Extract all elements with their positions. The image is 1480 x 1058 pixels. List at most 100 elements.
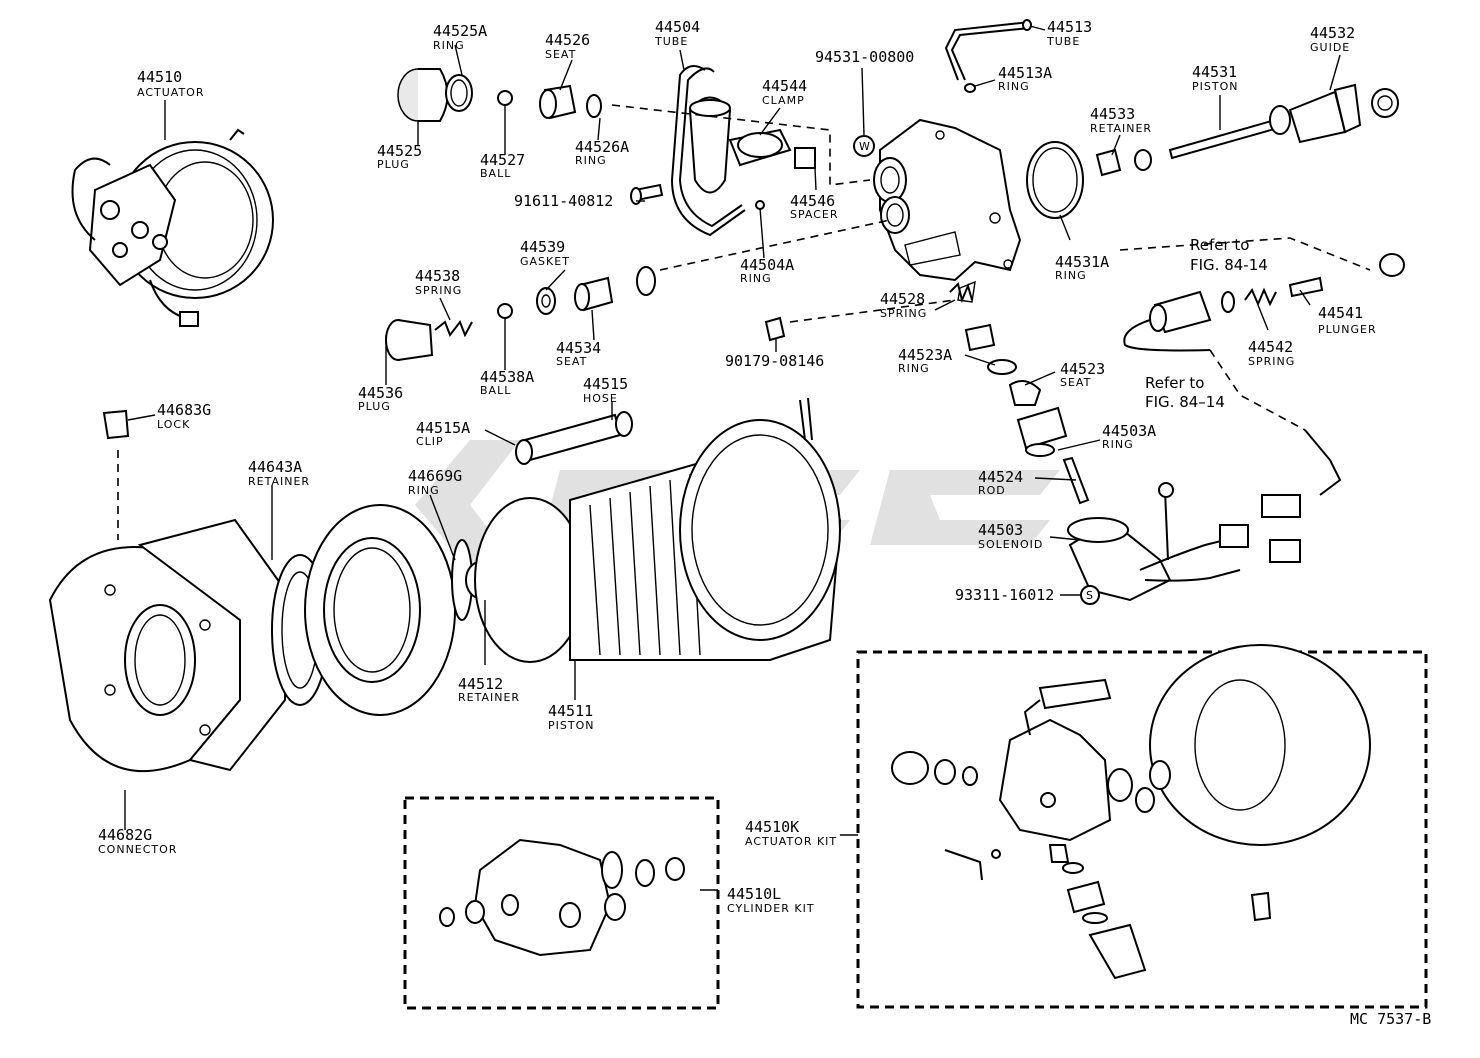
label-44504a-name: RING xyxy=(740,272,772,285)
reference-2-line1: Refer to xyxy=(1145,374,1204,392)
label-44503a-number: 44503A xyxy=(1102,422,1156,440)
label-44533-name: RETAINER xyxy=(1090,122,1152,135)
label-44538a-name: BALL xyxy=(480,384,511,397)
label-44682g-name: CONNECTOR xyxy=(98,843,177,856)
plug-44536-drawing xyxy=(385,319,473,361)
label-44526-number: 44526 xyxy=(545,31,590,49)
label-44523a-number: 44523A xyxy=(898,346,952,364)
tube-44504-drawing xyxy=(630,65,816,237)
label-44526a-name: RING xyxy=(575,154,607,167)
label-44546-number: 44546 xyxy=(790,192,835,210)
label-44511-number: 44511 xyxy=(548,702,593,720)
label-94531-number: 94531-00800 xyxy=(815,48,914,66)
label-44534-number: 44534 xyxy=(556,339,601,357)
label-44510l-number: 44510L xyxy=(727,885,781,903)
label-44525a-number: 44525A xyxy=(433,22,487,40)
label-90179-number: 90179-08146 xyxy=(725,352,824,370)
seat-44523-drawing xyxy=(964,323,1090,505)
label-44682g-number: 44682G xyxy=(98,826,152,844)
label-44533-number: 44533 xyxy=(1090,105,1135,123)
w-marker: W xyxy=(853,135,875,157)
switch-assembly-drawing xyxy=(1123,253,1405,518)
label-44524-name: ROD xyxy=(978,484,1006,497)
w-marker-text: W xyxy=(859,140,871,153)
seat-44526-drawing xyxy=(539,84,602,120)
label-44525-name: PLUG xyxy=(377,158,410,171)
label-actuator-number: 44510 xyxy=(137,68,182,86)
label-44669g-name: RING xyxy=(408,484,440,497)
solenoid-44503-drawing xyxy=(1067,482,1301,602)
label-44523a-name: RING xyxy=(898,362,930,375)
retainer-ring-44669g-drawing xyxy=(304,504,473,716)
label-44528-name: SPRING xyxy=(880,307,927,320)
label-44512-name: RETAINER xyxy=(458,691,520,704)
label-44669g-number: 44669G xyxy=(408,467,462,485)
label-44534-name: SEAT xyxy=(556,355,587,368)
label-44538a-number: 44538A xyxy=(480,368,534,386)
label-44538-number: 44538 xyxy=(415,267,460,285)
connector-44682g-drawing xyxy=(48,518,286,773)
label-44532-number: 44532 xyxy=(1310,24,1355,42)
cylinder-kit-box xyxy=(403,796,720,1010)
label-44524-number: 44524 xyxy=(978,468,1023,486)
label-44526a-number: 44526A xyxy=(575,138,629,156)
label-44504-name: TUBE xyxy=(654,35,688,48)
label-44544-name: CLAMP xyxy=(762,94,805,107)
label-44531a-name: RING xyxy=(1055,269,1087,282)
tube-44513-drawing xyxy=(944,19,1032,93)
label-44643a-name: RETAINER xyxy=(248,475,310,488)
label-44536-name: PLUG xyxy=(358,400,391,413)
piston-44511-drawing xyxy=(474,397,842,663)
label-44503-number: 44503 xyxy=(978,521,1023,539)
label-44541-number: 44541 xyxy=(1318,304,1363,322)
label-44525a-name: RING xyxy=(433,39,465,52)
label-44510l-name: CYLINDER KIT xyxy=(727,902,815,915)
label-44542-name: SPRING xyxy=(1248,355,1295,368)
spring-44528-drawing xyxy=(764,282,973,342)
label-93311-number: 93311-16012 xyxy=(955,586,1054,604)
label-44523-name: SEAT xyxy=(1060,376,1091,389)
reference-1-line2: FIG. 84-14 xyxy=(1190,256,1268,274)
reference-1-line1: Refer to xyxy=(1190,236,1249,254)
label-44538-name: SPRING xyxy=(415,284,462,297)
reference-2-line2: FIG. 84–14 xyxy=(1145,393,1225,411)
label-44544-number: 44544 xyxy=(762,77,807,95)
label-44531a-number: 44531A xyxy=(1055,253,1109,271)
seat-44534-drawing xyxy=(574,276,614,312)
label-44683g-number: 44683G xyxy=(157,401,211,419)
actuator-assembly xyxy=(71,128,274,327)
plug-44525-drawing xyxy=(397,68,473,122)
label-44504a-number: 44504A xyxy=(740,256,794,274)
label-44503-name: SOLENOID xyxy=(978,538,1043,551)
gasket-44539-drawing xyxy=(536,287,556,315)
label-44510k-number: 44510K xyxy=(745,818,799,836)
ball-44538a-drawing xyxy=(497,303,513,319)
label-44510k-name: ACTUATOR KIT xyxy=(745,835,837,848)
label-44515-name: HOSE xyxy=(583,392,618,405)
label-44515-number: 44515 xyxy=(583,375,628,393)
label-44531-number: 44531 xyxy=(1192,63,1237,81)
valve-housing-drawing xyxy=(873,118,1084,303)
label-44515a-number: 44515A xyxy=(416,419,470,437)
label-44643a-number: 44643A xyxy=(248,458,302,476)
leader-lines xyxy=(124,25,1341,891)
label-44683g-name: LOCK xyxy=(157,418,190,431)
hose-44515-drawing xyxy=(515,411,633,465)
label-44546-name: SPACER xyxy=(790,208,839,221)
label-44536-number: 44536 xyxy=(358,384,403,402)
label-44526-name: SEAT xyxy=(545,48,576,61)
label-44523-number: 44523 xyxy=(1060,360,1105,378)
label-44532-name: GUIDE xyxy=(1310,41,1350,54)
label-44542-number: 44542 xyxy=(1248,338,1293,356)
label-44513a-number: 44513A xyxy=(998,64,1052,82)
label-actuator-name: ACTUATOR xyxy=(137,86,204,99)
ring-44504a-drawing xyxy=(636,266,656,296)
label-44513a-name: RING xyxy=(998,80,1030,93)
dashed-guides xyxy=(611,104,1371,431)
piston-44531-drawing xyxy=(1095,83,1399,177)
s-marker-text: S xyxy=(1086,589,1094,602)
label-44531-name: PISTON xyxy=(1192,80,1238,93)
label-44528-number: 44528 xyxy=(880,290,925,308)
label-44541-name: PLUNGER xyxy=(1318,323,1377,336)
